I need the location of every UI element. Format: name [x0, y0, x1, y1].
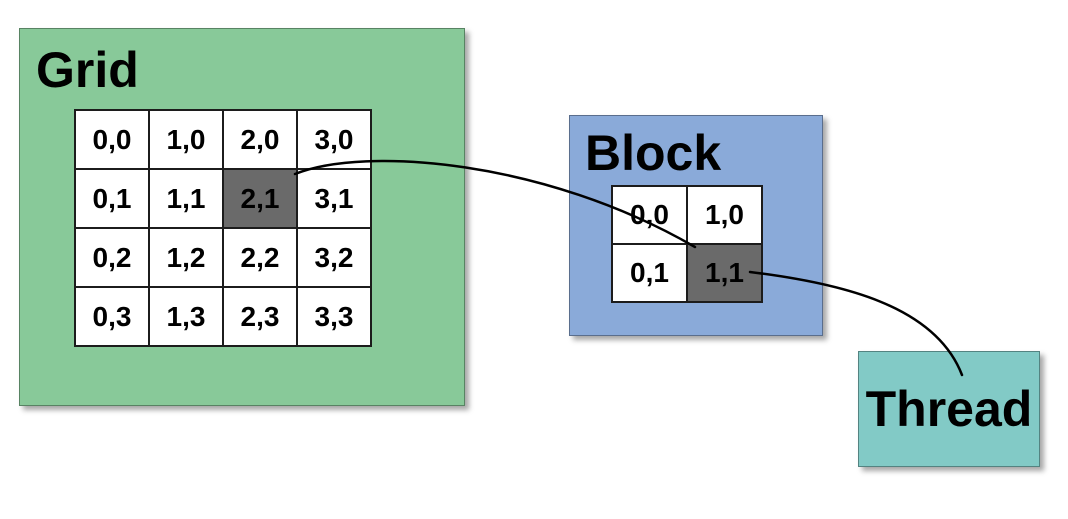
grid-cell: 0,0 — [74, 109, 150, 170]
grid-cell: 2,2 — [222, 227, 298, 288]
block-cell-highlighted: 1,1 — [686, 243, 763, 303]
block-cell: 1,0 — [686, 185, 763, 245]
grid-cell: 1,3 — [148, 286, 224, 347]
grid-row: 0,1 1,1 2,1 3,1 — [74, 168, 372, 229]
block-box: Block 0,0 1,0 0,1 1,1 — [569, 115, 823, 336]
block-cell: 0,1 — [611, 243, 688, 303]
thread-box: Thread — [858, 351, 1040, 467]
grid-row: 0,2 1,2 2,2 3,2 — [74, 227, 372, 288]
grid-cell: 2,0 — [222, 109, 298, 170]
grid-row: 0,0 1,0 2,0 3,0 — [74, 109, 372, 170]
grid-cell: 0,1 — [74, 168, 150, 229]
block-row: 0,0 1,0 — [611, 185, 763, 245]
block-row: 0,1 1,1 — [611, 243, 763, 303]
grid-cell: 1,1 — [148, 168, 224, 229]
grid-cell: 3,2 — [296, 227, 372, 288]
grid-cell-highlighted: 2,1 — [222, 168, 298, 229]
grid-cell: 0,2 — [74, 227, 150, 288]
grid-label: Grid — [36, 42, 139, 98]
thread-label: Thread — [865, 381, 1033, 437]
block-label: Block — [585, 125, 722, 181]
grid-cell: 0,3 — [74, 286, 150, 347]
grid-cell: 1,0 — [148, 109, 224, 170]
grid-cell: 2,3 — [222, 286, 298, 347]
block-cell: 0,0 — [611, 185, 688, 245]
block-table: 0,0 1,0 0,1 1,1 — [611, 185, 763, 303]
grid-row: 0,3 1,3 2,3 3,3 — [74, 286, 372, 347]
grid-box: Grid 0,0 1,0 2,0 3,0 0,1 1,1 2,1 3,1 0,2… — [19, 28, 465, 406]
grid-cell: 3,3 — [296, 286, 372, 347]
grid-table: 0,0 1,0 2,0 3,0 0,1 1,1 2,1 3,1 0,2 1,2 … — [74, 109, 372, 347]
grid-cell: 3,0 — [296, 109, 372, 170]
grid-cell: 1,2 — [148, 227, 224, 288]
grid-cell: 3,1 — [296, 168, 372, 229]
